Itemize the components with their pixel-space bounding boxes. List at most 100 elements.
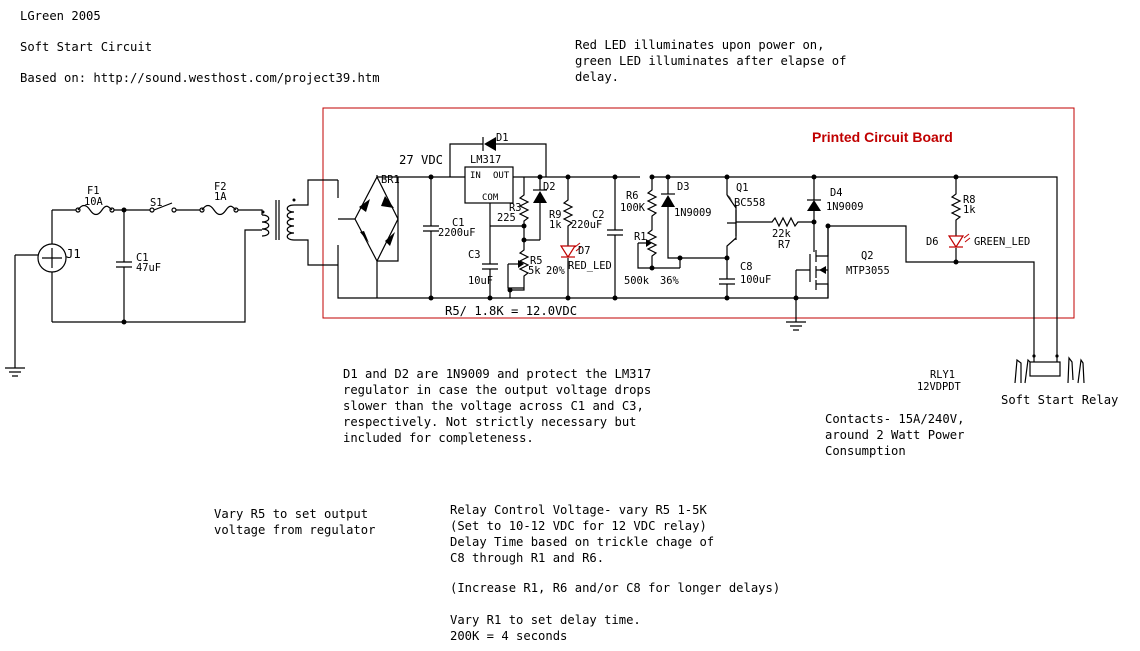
q1-value: BC558 — [734, 197, 765, 209]
c8-capacitor: C8 100uF — [719, 258, 771, 298]
f1-value: 10A — [84, 196, 104, 208]
rly1-value: 12VDPDT — [917, 381, 962, 393]
contacts-note: Contacts- 15A/240V, around 2 Watt Power … — [825, 412, 964, 458]
r3-label: R3 — [509, 202, 522, 214]
d1-diode: D1 — [449, 132, 547, 177]
r1-value: 500k — [624, 275, 650, 287]
svg-text:Delay Time based on trickle ch: Delay Time based on trickle chage of — [450, 535, 714, 549]
d7-label: D7 — [578, 245, 591, 257]
d4-value: 1N9009 — [826, 201, 864, 213]
svg-text:delay.: delay. — [575, 70, 619, 84]
q2-mosfet: Q2 MTP3055 — [795, 222, 907, 298]
pcb-label: Printed Circuit Board — [812, 129, 953, 145]
svg-text:included for completeness.: included for completeness. — [343, 431, 534, 445]
d4-label: D4 — [830, 187, 843, 199]
lm317-com: COM — [482, 193, 499, 203]
led-note: Red LED illuminates upon power on, green… — [575, 38, 847, 84]
c1a-value: 47uF — [136, 262, 161, 274]
d3-value: 1N9009 — [674, 207, 712, 219]
r8-resistor: R8 1k — [950, 177, 976, 232]
r6-resistor: R6 100K — [620, 177, 658, 225]
wire — [52, 229, 262, 323]
c2-label: C2 — [592, 209, 605, 221]
r8-label: R8 — [963, 194, 976, 206]
r5-note: Vary R5 to set output voltage from regul… — [214, 507, 375, 537]
ground-rail — [337, 226, 829, 299]
d4-diode: D4 1N9009 — [807, 177, 864, 222]
f2-fuse: F2 1A — [199, 181, 239, 216]
r6-label: R6 — [626, 190, 639, 202]
svg-text:Vary R5 to set output: Vary R5 to set output — [214, 507, 368, 521]
ground-symbol-left — [5, 255, 25, 377]
svg-text:voltage from regulator: voltage from regulator — [214, 523, 375, 537]
junction — [121, 319, 127, 325]
r5-percent: 20% — [546, 265, 566, 277]
s1-switch: S1 — [149, 197, 177, 213]
q1-transistor: Q1 BC558 — [726, 177, 765, 258]
d2-diode: D2 — [533, 177, 556, 240]
svg-text:slower than the voltage across: slower than the voltage across C1 and C3… — [343, 399, 644, 413]
q2-value: MTP3055 — [846, 265, 890, 277]
c8-label: C8 — [740, 261, 753, 273]
d6-label: D6 — [926, 236, 939, 248]
d7-red-led: D7 RED_LED — [559, 240, 612, 298]
lm317-out: OUT — [493, 171, 510, 181]
formula-text: R5/ 1.8K = 12.0VDC — [445, 304, 577, 318]
wire — [905, 236, 1035, 354]
r5-label: R5 — [530, 255, 543, 267]
c2-value: 220uF — [571, 219, 602, 231]
svg-text:Consumption: Consumption — [825, 444, 906, 458]
r1-potentiometer: R1 500k 36% — [624, 225, 680, 287]
j1-label: J1 — [66, 247, 81, 261]
svg-text:green LED illuminates after el: green LED illuminates after elapse of — [575, 54, 847, 68]
br1-label: BR1 — [381, 174, 400, 186]
svg-text:Vary R1 to set delay time.: Vary R1 to set delay time. — [450, 613, 641, 627]
d6-green-led: D6 GREEN_LED — [926, 232, 1030, 262]
svg-text:C8 through R1 and R6.: C8 through R1 and R6. — [450, 551, 604, 565]
title-text: Soft Start Circuit — [20, 40, 152, 54]
rly1-relay: RLY1 12VDPDT Soft Start Relay — [917, 354, 1118, 407]
r7-value: 22k — [772, 228, 792, 240]
pcb-border — [322, 107, 1075, 319]
r7-label: R7 — [778, 239, 791, 251]
voltage-label: 27 VDC — [399, 153, 443, 167]
junction — [521, 223, 527, 229]
svg-text:regulator in case the output v: regulator in case the output voltage dro… — [343, 383, 651, 397]
c1-47uf-capacitor: C1 47uF — [116, 210, 161, 322]
r1-label: R1 — [634, 231, 647, 243]
r5-value: 5k — [528, 265, 541, 277]
c1-2200uf-capacitor: C1 2200uF — [423, 177, 476, 298]
r8-value: 1k — [963, 204, 976, 216]
transformer — [261, 179, 338, 266]
diodes-note: D1 and D2 are 1N9009 and protect the LM3… — [343, 367, 651, 445]
c1b-value: 2200uF — [438, 227, 476, 239]
lm317-in: IN — [470, 171, 481, 181]
r9-resistor: R9 1k — [549, 177, 574, 240]
c3-value: 10uF — [468, 275, 493, 287]
c3-label: C3 — [468, 249, 481, 261]
svg-text:Contacts- 15A/240V,: Contacts- 15A/240V, — [825, 412, 964, 426]
ground-symbol-pcb — [786, 298, 806, 331]
lm317-regulator: IN OUT COM LM317 — [462, 154, 640, 226]
d3-label: D3 — [677, 181, 690, 193]
d3-diode: D3 1N9009 — [652, 176, 727, 259]
svg-text:200K = 4 seconds: 200K = 4 seconds — [450, 629, 567, 643]
rly1-label: RLY1 — [930, 369, 955, 381]
r5-potentiometer: R5 5k 20% — [507, 240, 566, 298]
r3-value: 225 — [497, 212, 516, 224]
r3-resistor: R3 225 — [497, 177, 530, 240]
svg-text:around 2 Watt Power: around 2 Watt Power — [825, 428, 964, 442]
wire — [490, 225, 540, 241]
q1-label: Q1 — [736, 182, 749, 194]
wire — [727, 176, 1058, 354]
r6-value: 100K — [620, 202, 646, 214]
f2-label: F2 — [214, 181, 227, 193]
d1-label: D1 — [496, 132, 509, 144]
f1-label: F1 — [87, 185, 100, 197]
based-on-text: Based on: http://sound.westhost.com/proj… — [20, 71, 380, 85]
c2-capacitor: C2 220uF — [571, 177, 623, 298]
svg-text:Relay Control Voltage- vary R5: Relay Control Voltage- vary R5 1-5K — [450, 503, 707, 517]
svg-text:(Set to 10-12 VDC for 12 VDC r: (Set to 10-12 VDC for 12 VDC relay) — [450, 519, 707, 533]
